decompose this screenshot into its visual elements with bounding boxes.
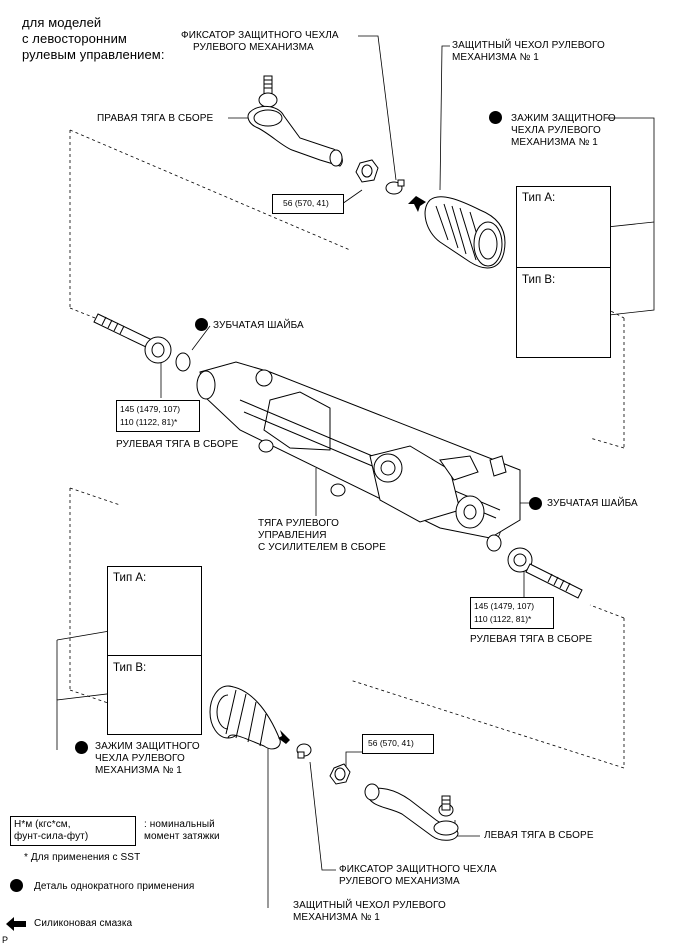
nut-bottom-drawing bbox=[329, 763, 351, 785]
boot-clip-bottom-label-2: РУЛЕВОГО МЕХАНИЗМА bbox=[339, 876, 460, 887]
boot-clip-bottom-label-1: ФИКСАТОР ЗАЩИТНОГО ЧЕХЛА bbox=[339, 864, 497, 875]
rack-end-top-drawing bbox=[93, 313, 172, 364]
gear-assembly-label-2: УПРАВЛЕНИЯ bbox=[258, 530, 327, 541]
rack-end-bottom-drawing bbox=[507, 547, 583, 599]
type-a-label: Тип A: bbox=[522, 192, 556, 204]
boot-bottom-drawing bbox=[209, 685, 281, 750]
non-reusable-marker-icon bbox=[489, 111, 502, 124]
header-line-1: для моделей bbox=[22, 15, 102, 30]
torque-value-2: 110 (1122, 81)* bbox=[474, 614, 532, 624]
boot-top-drawing bbox=[424, 196, 506, 269]
unit-line-2: фунт-сила-фут) bbox=[14, 831, 89, 842]
boot-clip-top-label-2: РУЛЕВОГО МЕХАНИЗМА bbox=[193, 42, 314, 53]
torque-value-1: 145 (1479, 107) bbox=[120, 404, 181, 414]
non-reusable-legend-label: Деталь однократного применения bbox=[34, 881, 195, 892]
boot-clip-bottom-drawing bbox=[296, 743, 312, 759]
boot-clamp-bottom-label-3: МЕХАНИЗМА № 1 bbox=[95, 765, 182, 776]
torque-value: 56 (570, 41) bbox=[283, 198, 329, 208]
non-reusable-marker-icon bbox=[529, 497, 542, 510]
claw-washer-bottom-drawing bbox=[486, 534, 502, 552]
torque-box-nut-top: 56 (570, 41) bbox=[272, 194, 344, 214]
boot-clamp-top-label-3: МЕХАНИЗМА № 1 bbox=[511, 137, 598, 148]
type-a-label: Тип A: bbox=[113, 572, 147, 584]
type-b-label: Тип B: bbox=[522, 274, 556, 286]
steering-rack-end-top-label: РУЛЕВАЯ ТЯГА В СБОРЕ bbox=[116, 439, 239, 450]
right-tie-rod-end-label: ПРАВАЯ ТЯГА В СБОРЕ bbox=[97, 113, 214, 124]
boot-clamp-top-label-1: ЗАЖИМ ЗАЩИТНОГО bbox=[511, 113, 616, 124]
left-tie-rod-end-label: ЛЕВАЯ ТЯГА В СБОРЕ bbox=[484, 830, 594, 841]
right-tie-rod-end-drawing bbox=[247, 75, 343, 167]
gear-assembly-label-1: ТЯГА РУЛЕВОГО bbox=[258, 518, 340, 529]
boot-bottom-label-2: МЕХАНИЗМА № 1 bbox=[293, 912, 380, 923]
divider bbox=[108, 655, 201, 656]
gear-assembly-label-3: С УСИЛИТЕЛЕМ В СБОРЕ bbox=[258, 542, 386, 553]
boot-clamp-bottom-label-1: ЗАЖИМ ЗАЩИТНОГО bbox=[95, 741, 200, 752]
non-reusable-legend-icon bbox=[10, 879, 23, 892]
boot-clip-top-drawing bbox=[385, 179, 405, 195]
sst-note: * Для применения с SST bbox=[24, 852, 141, 863]
divider bbox=[517, 267, 610, 268]
left-tie-rod-end-drawing bbox=[364, 783, 459, 841]
unit-description-1: : номинальный bbox=[144, 819, 215, 830]
steering-rack-end-bottom-label: РУЛЕВАЯ ТЯГА В СБОРЕ bbox=[470, 634, 593, 645]
torque-box-rack-end-top: 145 (1479, 107) 110 (1122, 81)* bbox=[116, 400, 200, 432]
unit-description-2: момент затяжки bbox=[144, 831, 220, 842]
claw-washer-bottom-label: ЗУБЧАТАЯ ШАЙБА bbox=[547, 498, 638, 509]
non-reusable-marker-icon bbox=[75, 741, 88, 754]
torque-value-1: 145 (1479, 107) bbox=[474, 601, 535, 611]
torque-box-nut-bottom: 56 (570, 41) bbox=[362, 734, 434, 754]
header-line-3: рулевым управлением: bbox=[22, 47, 165, 62]
footer-mark: P bbox=[2, 935, 9, 945]
torque-value: 56 (570, 41) bbox=[368, 738, 414, 748]
claw-washer-top-label: ЗУБЧАТАЯ ШАЙБА bbox=[213, 320, 304, 331]
boot-clamp-top-label-2: ЧЕХЛА РУЛЕВОГО bbox=[511, 125, 601, 136]
claw-washer-top-drawing bbox=[175, 352, 191, 372]
grease-arrow-bottom-icon bbox=[278, 730, 290, 744]
boot-top-label-2: МЕХАНИЗМА № 1 bbox=[452, 52, 539, 63]
unit-legend-box: Н*м (кгс*см, фунт-сила-фут) bbox=[10, 816, 136, 846]
header-line-2: с левосторонним bbox=[22, 31, 127, 46]
nut-top-drawing bbox=[355, 159, 379, 183]
type-b-label: Тип B: bbox=[113, 662, 147, 674]
boot-clamp-bottom-label-2: ЧЕХЛА РУЛЕВОГО bbox=[95, 753, 185, 764]
clamp-type-box-top: Тип A: Тип B: bbox=[516, 186, 611, 358]
boot-bottom-label-1: ЗАЩИТНЫЙ ЧЕХОЛ РУЛЕВОГО bbox=[293, 900, 446, 911]
unit-line-1: Н*м (кгс*см, bbox=[14, 819, 71, 830]
silicone-legend-label: Силиконовая смазка bbox=[34, 918, 133, 929]
boot-clip-top-label-1: ФИКСАТОР ЗАЩИТНОГО ЧЕХЛА bbox=[181, 30, 339, 41]
non-reusable-marker-icon bbox=[195, 318, 208, 331]
clamp-type-box-bottom: Тип A: Тип B: bbox=[107, 566, 202, 735]
boot-top-label-1: ЗАЩИТНЫЙ ЧЕХОЛ РУЛЕВОГО bbox=[452, 40, 605, 51]
steering-gear-assembly-drawing bbox=[196, 361, 521, 539]
torque-box-rack-end-bottom: 145 (1479, 107) 110 (1122, 81)* bbox=[470, 597, 554, 629]
grease-legend-arrow-icon bbox=[6, 917, 26, 931]
torque-value-2: 110 (1122, 81)* bbox=[120, 417, 178, 427]
grease-arrow-top-icon bbox=[408, 196, 426, 212]
